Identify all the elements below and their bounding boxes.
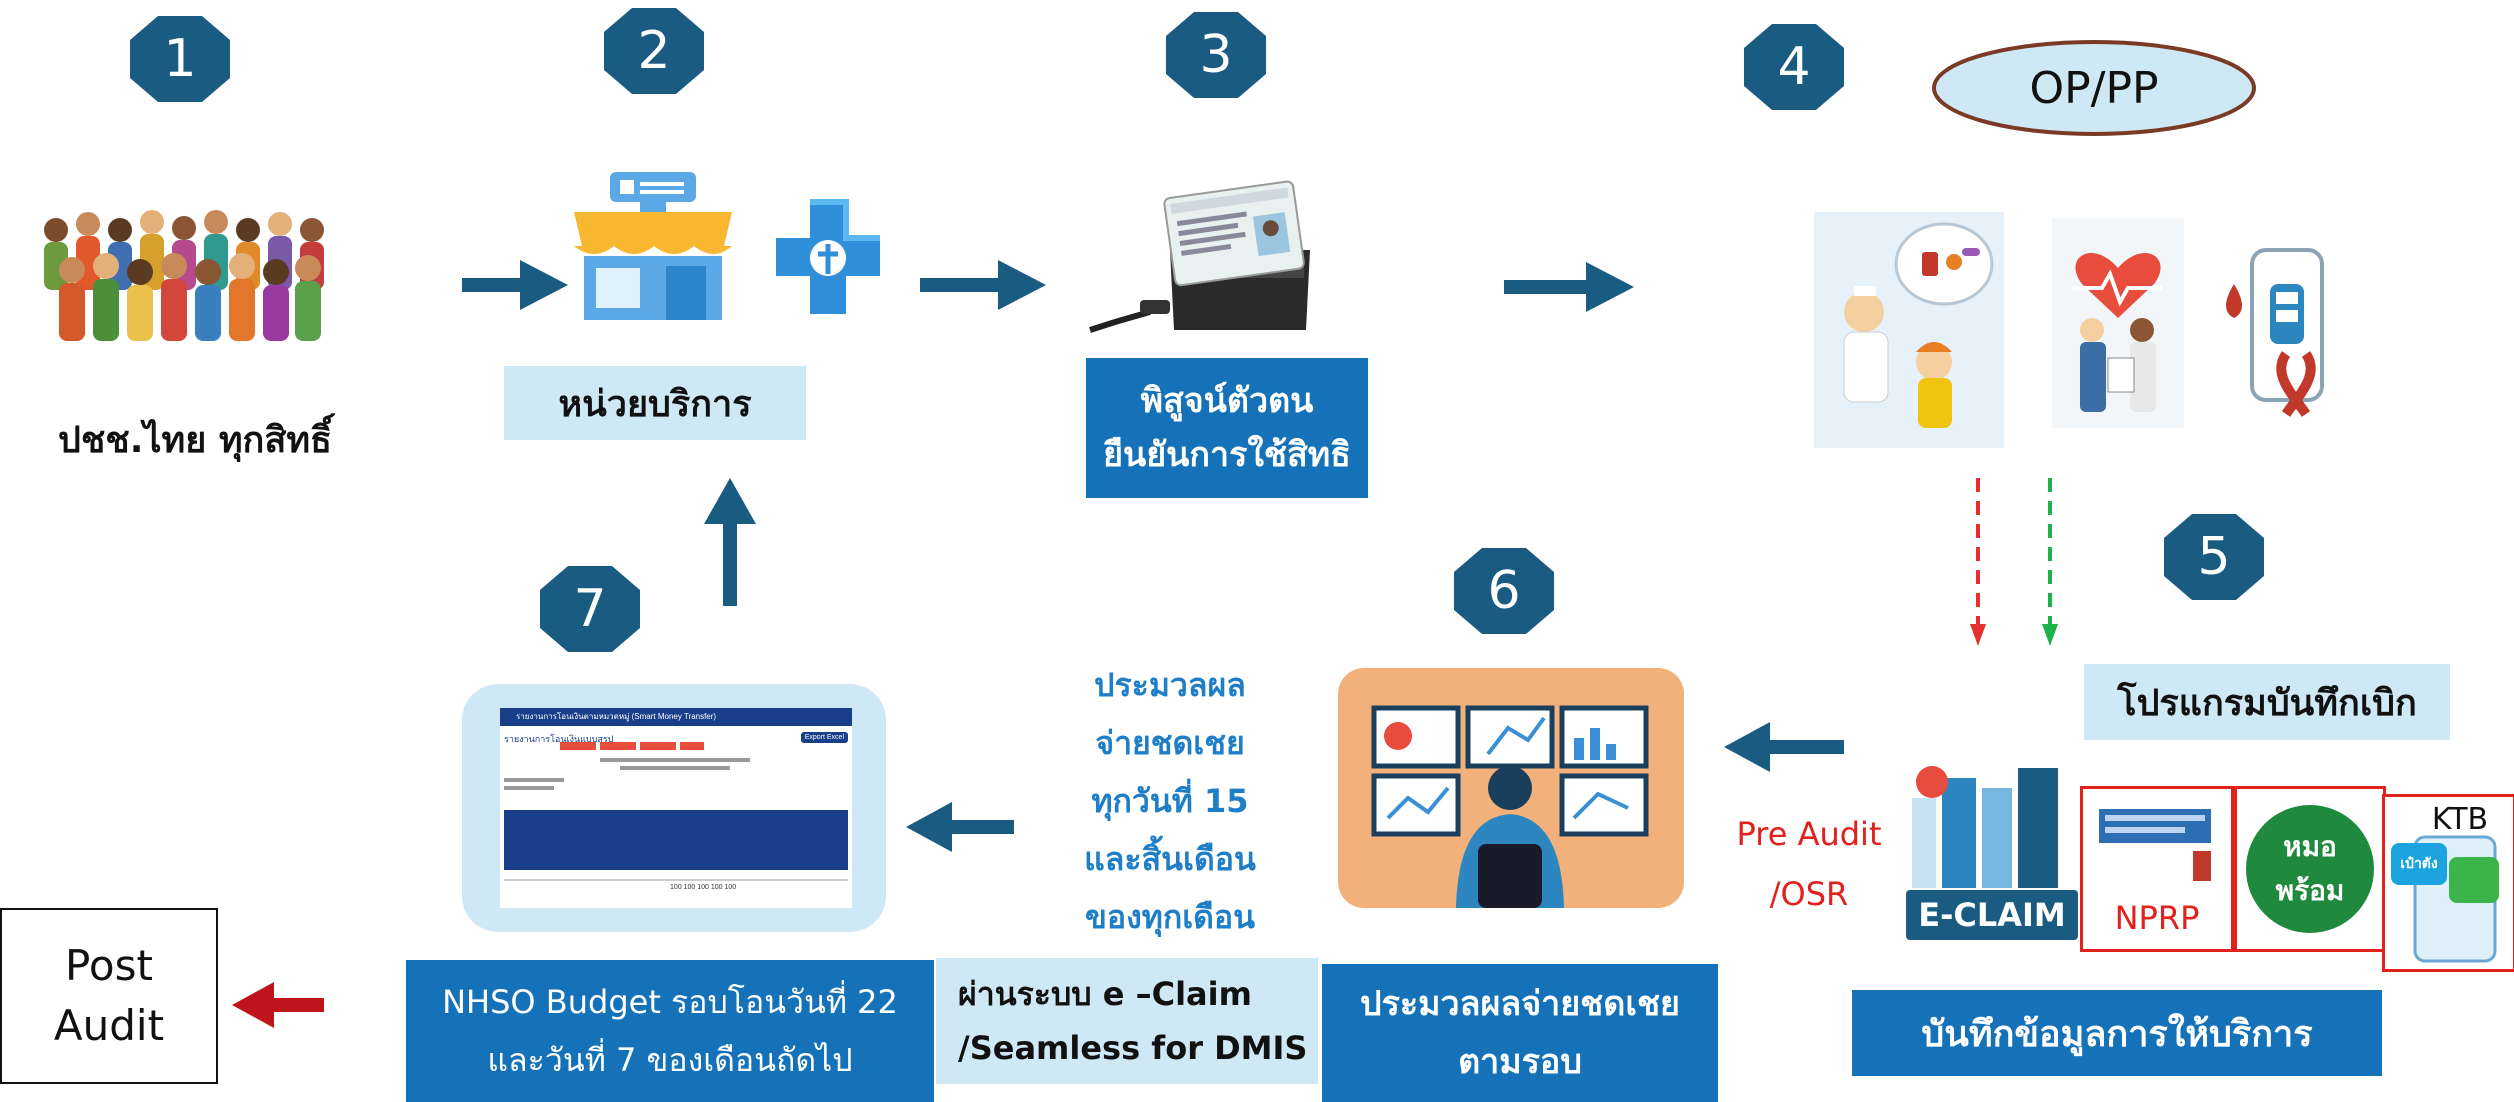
post-audit-line-2: Audit xyxy=(53,1001,165,1050)
processing-label: ประมวลผลจ่ายชดเชย ตามรอบ xyxy=(1322,964,1718,1102)
report-title-bar: รายงานการโอนเงินตามหมวดหมู่ (Smart Money… xyxy=(500,708,852,726)
eclaim-system-label: ผ่านระบบ e –Claim /Seamless for DMIS xyxy=(936,958,1318,1084)
processing-line-2: ตามรอบ xyxy=(1458,1042,1582,1082)
schedule-line-4: และสิ้นเดือน xyxy=(1084,840,1256,878)
post-audit-box: Post Audit xyxy=(0,908,218,1084)
step-badge-5: 5 xyxy=(2162,512,2266,602)
step-badge-2: 2 xyxy=(602,6,706,96)
budget-line-2: และวันที่ 7 ของเดือนถัดไป xyxy=(487,1041,853,1079)
id-card-reader-icon xyxy=(1089,180,1310,333)
dashed-arrow-red xyxy=(1970,478,1986,646)
ktb-paotang-logo: KTB เป๋าตัง xyxy=(2382,794,2514,972)
step-badge-6: 6 xyxy=(1452,546,1556,636)
paotang-logo-text: เป๋าตัง xyxy=(2400,856,2438,872)
process-schedule-text: ประมวลผล จ่ายชดเชย ทุกวันที่ 15 และสิ้นเ… xyxy=(1040,656,1300,946)
nprp-logo-text: NPRP xyxy=(2114,899,2200,937)
transfer-report-thumbnail: รายงานการโอนเงินตามหมวดหมู่ (Smart Money… xyxy=(462,684,886,932)
octagon-badge-icon xyxy=(130,16,230,102)
eclaim-logo-text: E-CLAIM xyxy=(1918,896,2066,934)
record-data-label: บันทึกข้อมูลการให้บริการ xyxy=(1852,990,2382,1076)
octagon-badge-icon xyxy=(540,566,640,652)
budget-line-1: NHSO Budget รอบโอนวันที่ 22 xyxy=(442,983,898,1021)
step-badge-1: 1 xyxy=(128,14,232,104)
schedule-line-3: ทุกวันที่ 15 xyxy=(1091,782,1249,820)
mor-prom-logo: หมอพร้อม xyxy=(2234,786,2386,952)
pre-audit-line-1: Pre Audit xyxy=(1736,815,1882,853)
arrow-5-to-6 xyxy=(1724,722,1844,772)
step-badge-3: 3 xyxy=(1164,10,1268,100)
report-export-pill: Export Excel xyxy=(800,732,848,743)
octagon-badge-icon xyxy=(2164,514,2264,600)
processing-line-1: ประมวลผลจ่ายชดเชย xyxy=(1360,984,1680,1024)
op-pp-label: OP/PP xyxy=(2029,62,2159,114)
octagon-badge-icon xyxy=(604,8,704,94)
report-window: รายงานการโอนเงินตามหมวดหมู่ (Smart Money… xyxy=(500,708,852,908)
arrow-2-to-3 xyxy=(920,260,1046,310)
budget-transfer-label: NHSO Budget รอบโอนวันที่ 22 และวันที่ 7 … xyxy=(406,960,934,1102)
step-badge-4: 4 xyxy=(1742,22,1846,112)
eclaim-system-line-2: /Seamless for DMIS xyxy=(958,1029,1308,1067)
medical-cross-icon xyxy=(776,199,880,314)
arrow-1-to-2 xyxy=(462,260,568,310)
mor-prom-logo-text: หมอพร้อม xyxy=(2275,830,2345,907)
pre-audit-line-2: /OSR xyxy=(1769,875,1849,913)
arrow-7-to-2 xyxy=(704,478,756,606)
monitoring-screens-icon xyxy=(1338,668,1684,908)
report-footer-values: 100 100 100 100 100 xyxy=(670,884,737,891)
report-subheader: รายงานการโอนเงินแบบสรุป xyxy=(504,734,614,744)
doctor-heart-icon xyxy=(2052,218,2184,428)
identity-line-1: พิสูจน์ตัวตน xyxy=(1140,381,1314,421)
eclaim-logo: E-CLAIM xyxy=(1902,758,2082,954)
arrow-3-to-4 xyxy=(1504,262,1634,312)
ktb-logo-text: KTB xyxy=(2431,801,2489,837)
octagon-badge-icon xyxy=(1454,548,1554,634)
nurse-patient-icon xyxy=(1814,212,2004,448)
record-program-label: โปรแกรมบันทึกเบิก xyxy=(2084,664,2450,740)
arrow-to-post-audit xyxy=(232,982,324,1028)
service-unit-label: หน่วยบริการ xyxy=(504,366,806,440)
octagon-badge-icon xyxy=(1166,12,1266,98)
schedule-line-5: ของทุกเดือน xyxy=(1085,898,1255,936)
schedule-line-2: จ่ายชดเชย xyxy=(1095,724,1245,762)
eclaim-system-line-1: ผ่านระบบ e –Claim xyxy=(958,975,1252,1013)
crowd-people-icon xyxy=(44,210,324,341)
schedule-line-1: ประมวลผล xyxy=(1094,666,1246,704)
pre-audit-label: Pre Audit /OSR xyxy=(1726,804,1892,924)
op-pp-oval: OP/PP xyxy=(1930,38,2258,138)
population-label: ปชช.ไทย ทุกสิทธิ์ xyxy=(57,419,333,461)
identity-verify-label: พิสูจน์ตัวตน ยืนยันการใช้สิทธิ xyxy=(1086,358,1368,498)
step-badge-7: 7 xyxy=(538,564,642,654)
clinic-building-icon xyxy=(574,172,732,320)
post-audit-line-1: Post xyxy=(65,941,153,990)
identity-line-2: ยืนยันการใช้สิทธิ xyxy=(1103,435,1351,475)
arrow-6-to-7 xyxy=(906,802,1014,852)
octagon-badge-icon xyxy=(1744,24,1844,110)
dashed-arrow-green xyxy=(2042,478,2058,646)
nprp-logo: NPRP xyxy=(2080,786,2234,952)
blood-test-ribbon-icon xyxy=(2226,248,2324,417)
report-table-grid xyxy=(504,742,848,881)
